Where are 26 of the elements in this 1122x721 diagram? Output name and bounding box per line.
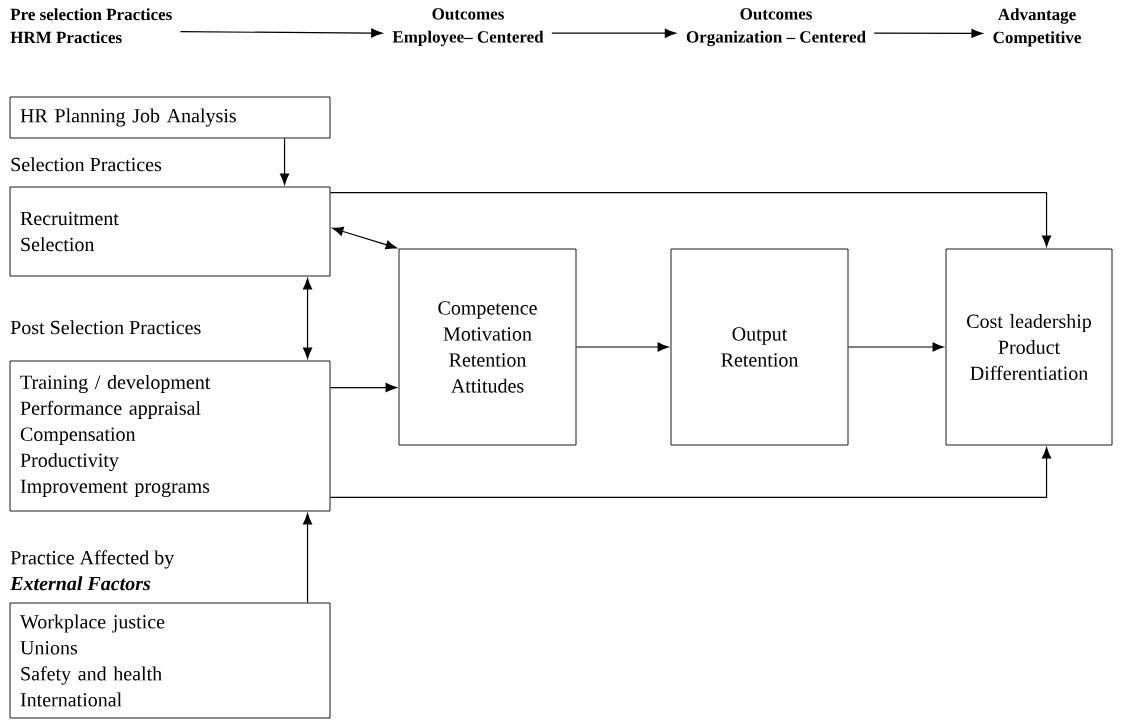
arrow [873,28,983,38]
arrow [303,513,313,604]
section-label: Selection Practices [11,157,162,172]
arrow [303,278,313,359]
process-box: HR Planning Job Analysis [9,96,331,139]
process-box: Workplace justice Unions Safety and health International [9,602,331,719]
arrow [575,342,669,352]
section-label: Post Selection Practices [10,320,201,335]
arrow [179,28,383,38]
arrow [551,28,676,38]
arrow [332,226,397,250]
arrow [329,191,1052,247]
section-label: Practice Affected by [10,550,175,569]
process-box: Output Retention [670,248,849,446]
arrow [280,137,290,185]
process-box: Recruitment Selection [9,186,331,277]
column-heading: Advantage Competitive [993,8,1081,47]
column-heading: Outcomes Employee– Centered [392,8,544,47]
process-box: Cost leadership Product Differentiation [945,248,1113,446]
column-heading: Pre selection Practices HRM Practices [10,8,172,44]
arrow [329,447,1052,499]
arrow [329,383,397,393]
process-box: Competence Motivation Retention Attitudes [398,248,577,446]
arrow [847,342,944,352]
column-heading: Outcomes Organization – Centered [686,8,866,47]
process-box: Training / development Performance appraisal Compensation Productivity Improvement programs [9,360,331,512]
